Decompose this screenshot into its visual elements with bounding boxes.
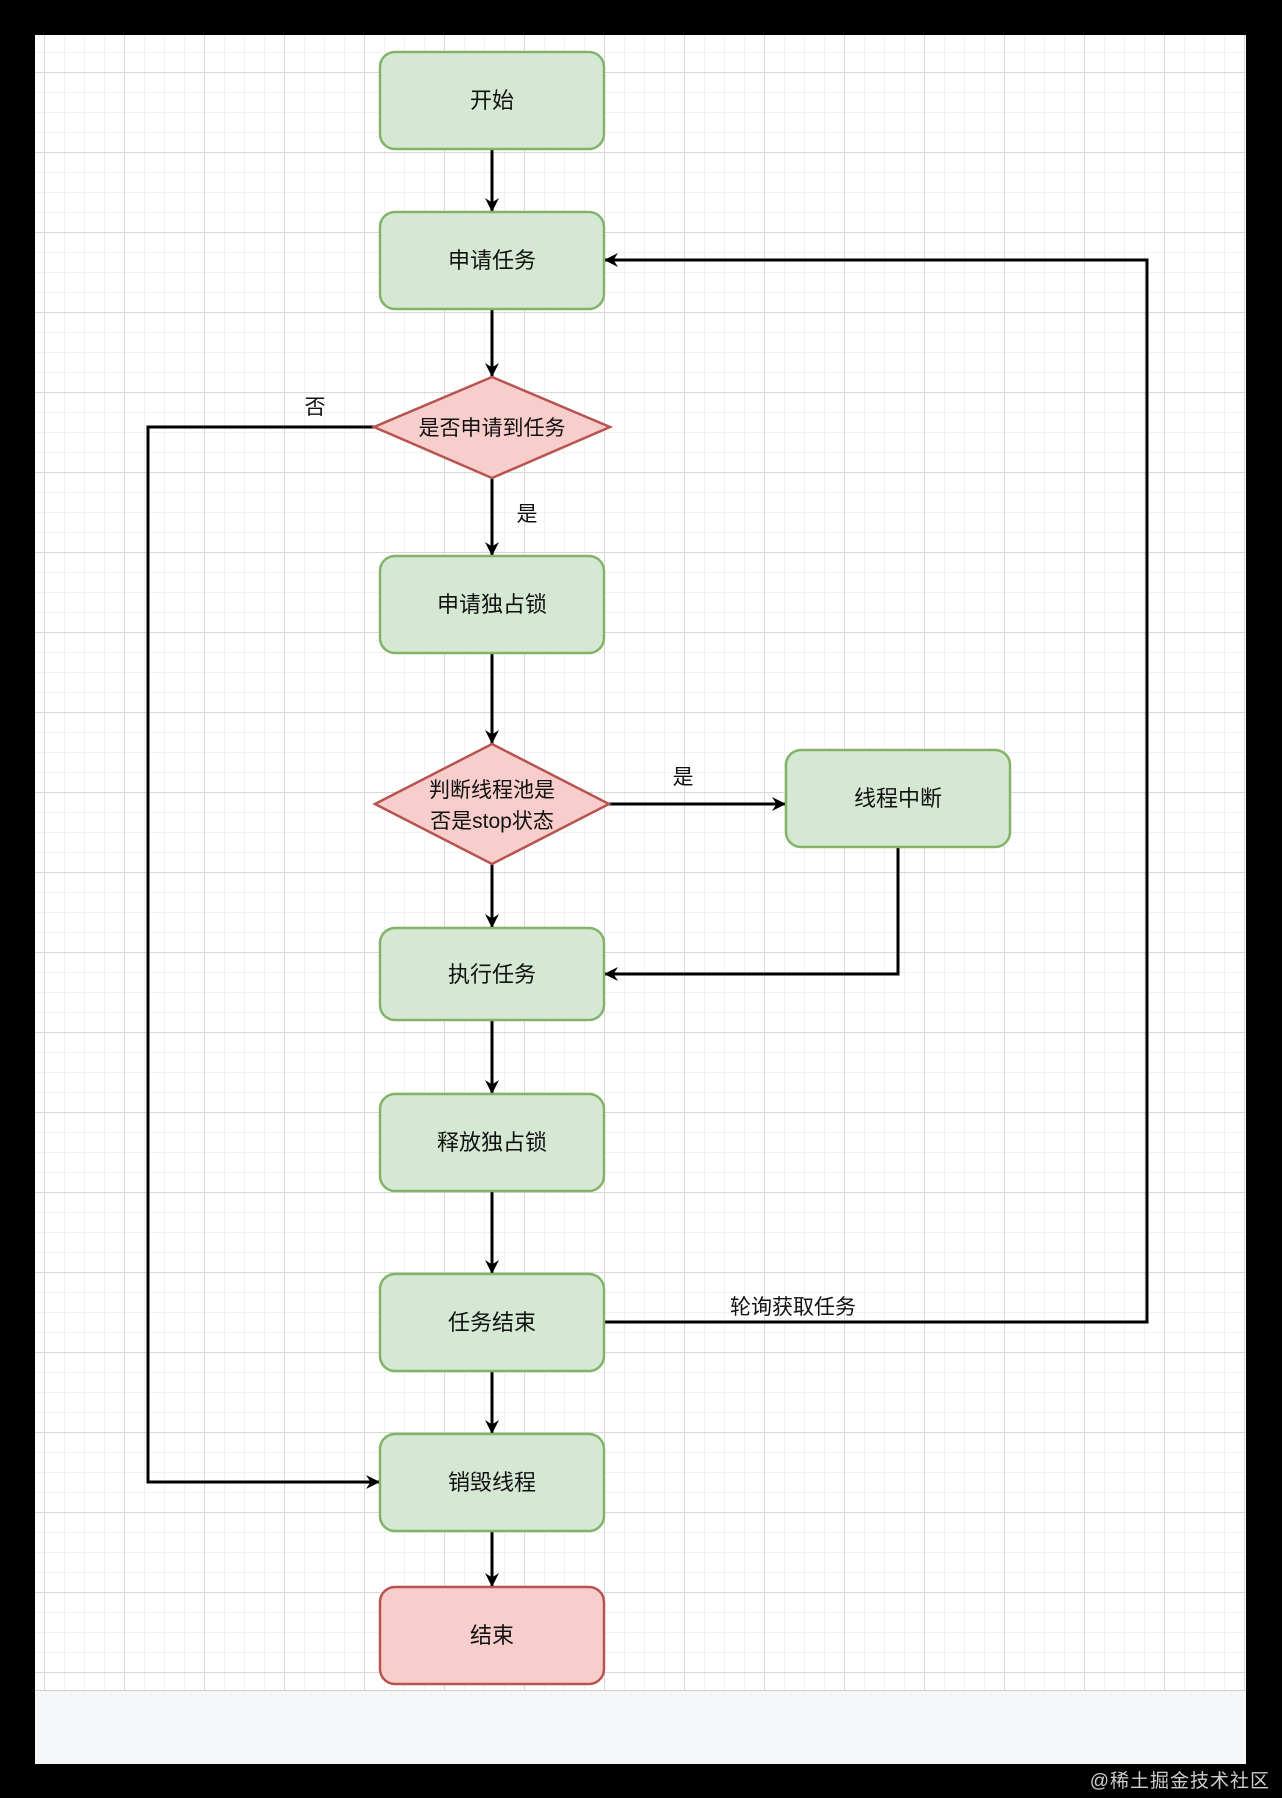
node-end-label: 结束 xyxy=(470,1623,514,1648)
node-acquire-lock: 申请独占锁 xyxy=(378,554,606,655)
watermark-text: @稀土掘金技术社区 xyxy=(1089,1771,1270,1792)
node-check-stop-label-line1: 判断线程池是 xyxy=(429,779,555,802)
node-thread-interrupt-shape xyxy=(784,748,1012,849)
node-release-lock: 释放独占锁 xyxy=(378,1092,606,1193)
node-acquire-lock-shape xyxy=(378,554,606,655)
flowchart-edges xyxy=(146,149,1149,1587)
node-got-task-shape xyxy=(370,375,614,480)
node-acquire-lock-label: 申请独占锁 xyxy=(437,592,547,617)
node-destroy-thread-shape xyxy=(378,1432,606,1533)
node-execute-task: 执行任务 xyxy=(378,926,606,1022)
edge-label-poll: 轮询获取任务 xyxy=(730,1296,856,1319)
node-execute-task-shape xyxy=(378,926,606,1022)
node-thread-interrupt-label: 线程中断 xyxy=(854,786,942,811)
node-request-task: 申请任务 xyxy=(378,210,606,311)
node-destroy-thread-label: 销毁线程 xyxy=(448,1470,536,1495)
node-start-label: 开始 xyxy=(470,88,514,113)
edge-label-yes-got-task: 是 xyxy=(517,503,538,526)
node-check-stop-decision: 判断线程池是 否是stop状态 xyxy=(372,742,612,866)
node-check-stop-shape xyxy=(372,742,612,866)
edge-label-yes-stop: 是 xyxy=(673,766,694,789)
edge-label-no: 否 xyxy=(305,396,326,419)
node-request-task-label: 申请任务 xyxy=(448,248,536,273)
edge-got-task-no-to-destroy-thread xyxy=(146,425,380,1489)
edge-thread-interrupt-to-execute-task xyxy=(604,847,900,981)
node-request-task-shape xyxy=(378,210,606,311)
diagram-grid-canvas xyxy=(35,35,1246,1690)
node-end-shape xyxy=(378,1585,606,1686)
node-release-lock-label: 释放独占锁 xyxy=(437,1130,547,1155)
edge-task-end-poll-to-request-task xyxy=(604,253,1149,1324)
node-destroy-thread: 销毁线程 xyxy=(378,1432,606,1533)
node-check-stop-label-line2: 否是stop状态 xyxy=(430,810,554,833)
node-thread-interrupt: 线程中断 xyxy=(784,748,1012,849)
node-release-lock-shape xyxy=(378,1092,606,1193)
node-execute-task-label: 执行任务 xyxy=(448,962,536,987)
footer-strip xyxy=(35,1690,1246,1764)
node-start-shape xyxy=(378,50,606,151)
node-end: 结束 xyxy=(378,1585,606,1686)
node-task-end-label: 任务结束 xyxy=(448,1310,536,1335)
node-got-task-decision: 是否申请到任务 xyxy=(370,375,614,480)
node-start: 开始 xyxy=(378,50,606,151)
node-task-end-shape xyxy=(378,1272,606,1373)
node-got-task-label: 是否申请到任务 xyxy=(419,417,566,440)
node-task-end: 任务结束 xyxy=(378,1272,606,1373)
